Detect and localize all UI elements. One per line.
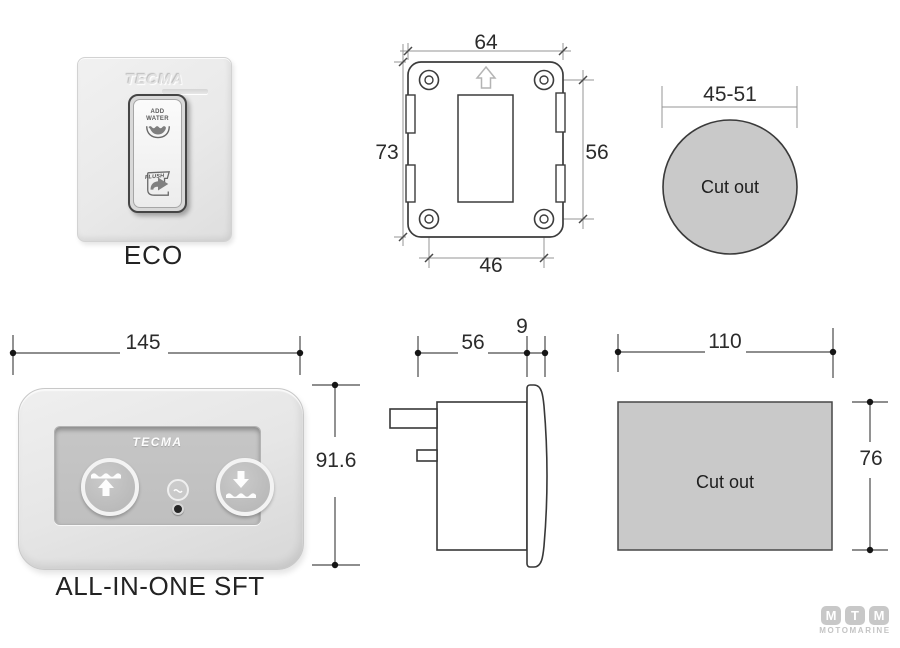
dimension-dots: [414, 349, 549, 357]
dimension-lines: [661, 86, 798, 128]
tecma-embossed-subline: [162, 89, 208, 94]
rect-height-dim: 76: [859, 447, 882, 470]
flush-down-icon: [226, 471, 256, 498]
screw-hole: [418, 69, 440, 91]
bezel-depth-dim: 9: [516, 315, 528, 338]
cutout-label: Cut out: [696, 472, 754, 492]
screw-holes: [418, 69, 555, 230]
flush-control: FLUSH: [142, 170, 174, 198]
front-bezel-outline: [526, 384, 548, 568]
screw-hole: [533, 208, 555, 230]
plate-width-dim: 64: [474, 31, 498, 54]
flush-button: [216, 458, 274, 516]
dimension-dots: [9, 349, 339, 569]
add-water-label: ADD WATER: [146, 109, 169, 122]
add-water-bowl-icon: [145, 125, 170, 139]
plate-height-dim: 73: [375, 141, 398, 164]
mounting-tab-small: [416, 449, 438, 462]
eco-product-label: ECO: [123, 240, 184, 270]
panel-recessed-face: TECMA: [54, 426, 274, 525]
rocker-switch: ADD WATER FLUSH: [128, 94, 187, 213]
panel-dimensions: 145 91.6: [9, 331, 360, 569]
screw-hole: [418, 208, 440, 230]
dimension-ticks: [398, 46, 588, 263]
water-fill-button: [81, 458, 139, 516]
cutout-circle: [662, 119, 798, 255]
depth-dim: 56: [461, 331, 484, 354]
plate-hole-spacing-h-dim: 46: [479, 254, 502, 277]
all-in-one-product-label: ALL-IN-ONE SFT: [55, 571, 265, 601]
tecma-embossed-logo: TECMA: [125, 71, 184, 88]
dimension-lines: [417, 336, 546, 377]
flush-icon: [146, 171, 170, 196]
rect-width-dim: 110: [708, 330, 741, 353]
plate-hole-spacing-v-dim: 56: [585, 141, 608, 164]
dimension-dots: [614, 348, 874, 554]
cutout-label: Cut out: [701, 177, 759, 197]
circular-cutout-diagram: 45-51 Cut out: [661, 83, 798, 255]
eco-panel-photo: TECMA ADD WATER FLUSH: [77, 57, 232, 242]
panel-width-dim: 145: [125, 331, 160, 354]
all-in-one-panel-photo: TECMA: [18, 388, 304, 570]
body-outline: [436, 401, 528, 551]
screw-hole: [533, 69, 555, 91]
mounting-tab-large: [389, 408, 438, 429]
plate-window: [457, 94, 514, 203]
side-clip-notches: [405, 92, 566, 203]
rocker-switch-face: ADD WATER FLUSH: [133, 99, 182, 208]
logo-subtext: MOTOMARINE: [819, 626, 891, 635]
dimension-lines: [12, 335, 360, 566]
circle-diameter-dim: 45-51: [703, 83, 757, 106]
panel-height-dim: 91.6: [316, 449, 357, 472]
led-indicator: [172, 503, 184, 515]
water-fill-icon: [91, 473, 121, 496]
mounting-plate-diagram: 64 73 56 46: [375, 31, 608, 277]
status-emblem-icon: [167, 479, 189, 501]
logo-letter-tile: T: [845, 606, 865, 625]
logo-letter-tile: M: [869, 606, 889, 625]
rect-cutout-diagram: 110 76 Cut out: [614, 328, 888, 554]
tecma-logo: TECMA: [132, 435, 183, 449]
side-view-diagram: 56 9: [389, 315, 549, 568]
cutout-rect: [617, 401, 833, 551]
orientation-arrow-icon: [475, 65, 497, 89]
mtm-motomarine-logo: M T M MOTOMARINE: [813, 606, 897, 646]
logo-letter-tile: M: [821, 606, 841, 625]
